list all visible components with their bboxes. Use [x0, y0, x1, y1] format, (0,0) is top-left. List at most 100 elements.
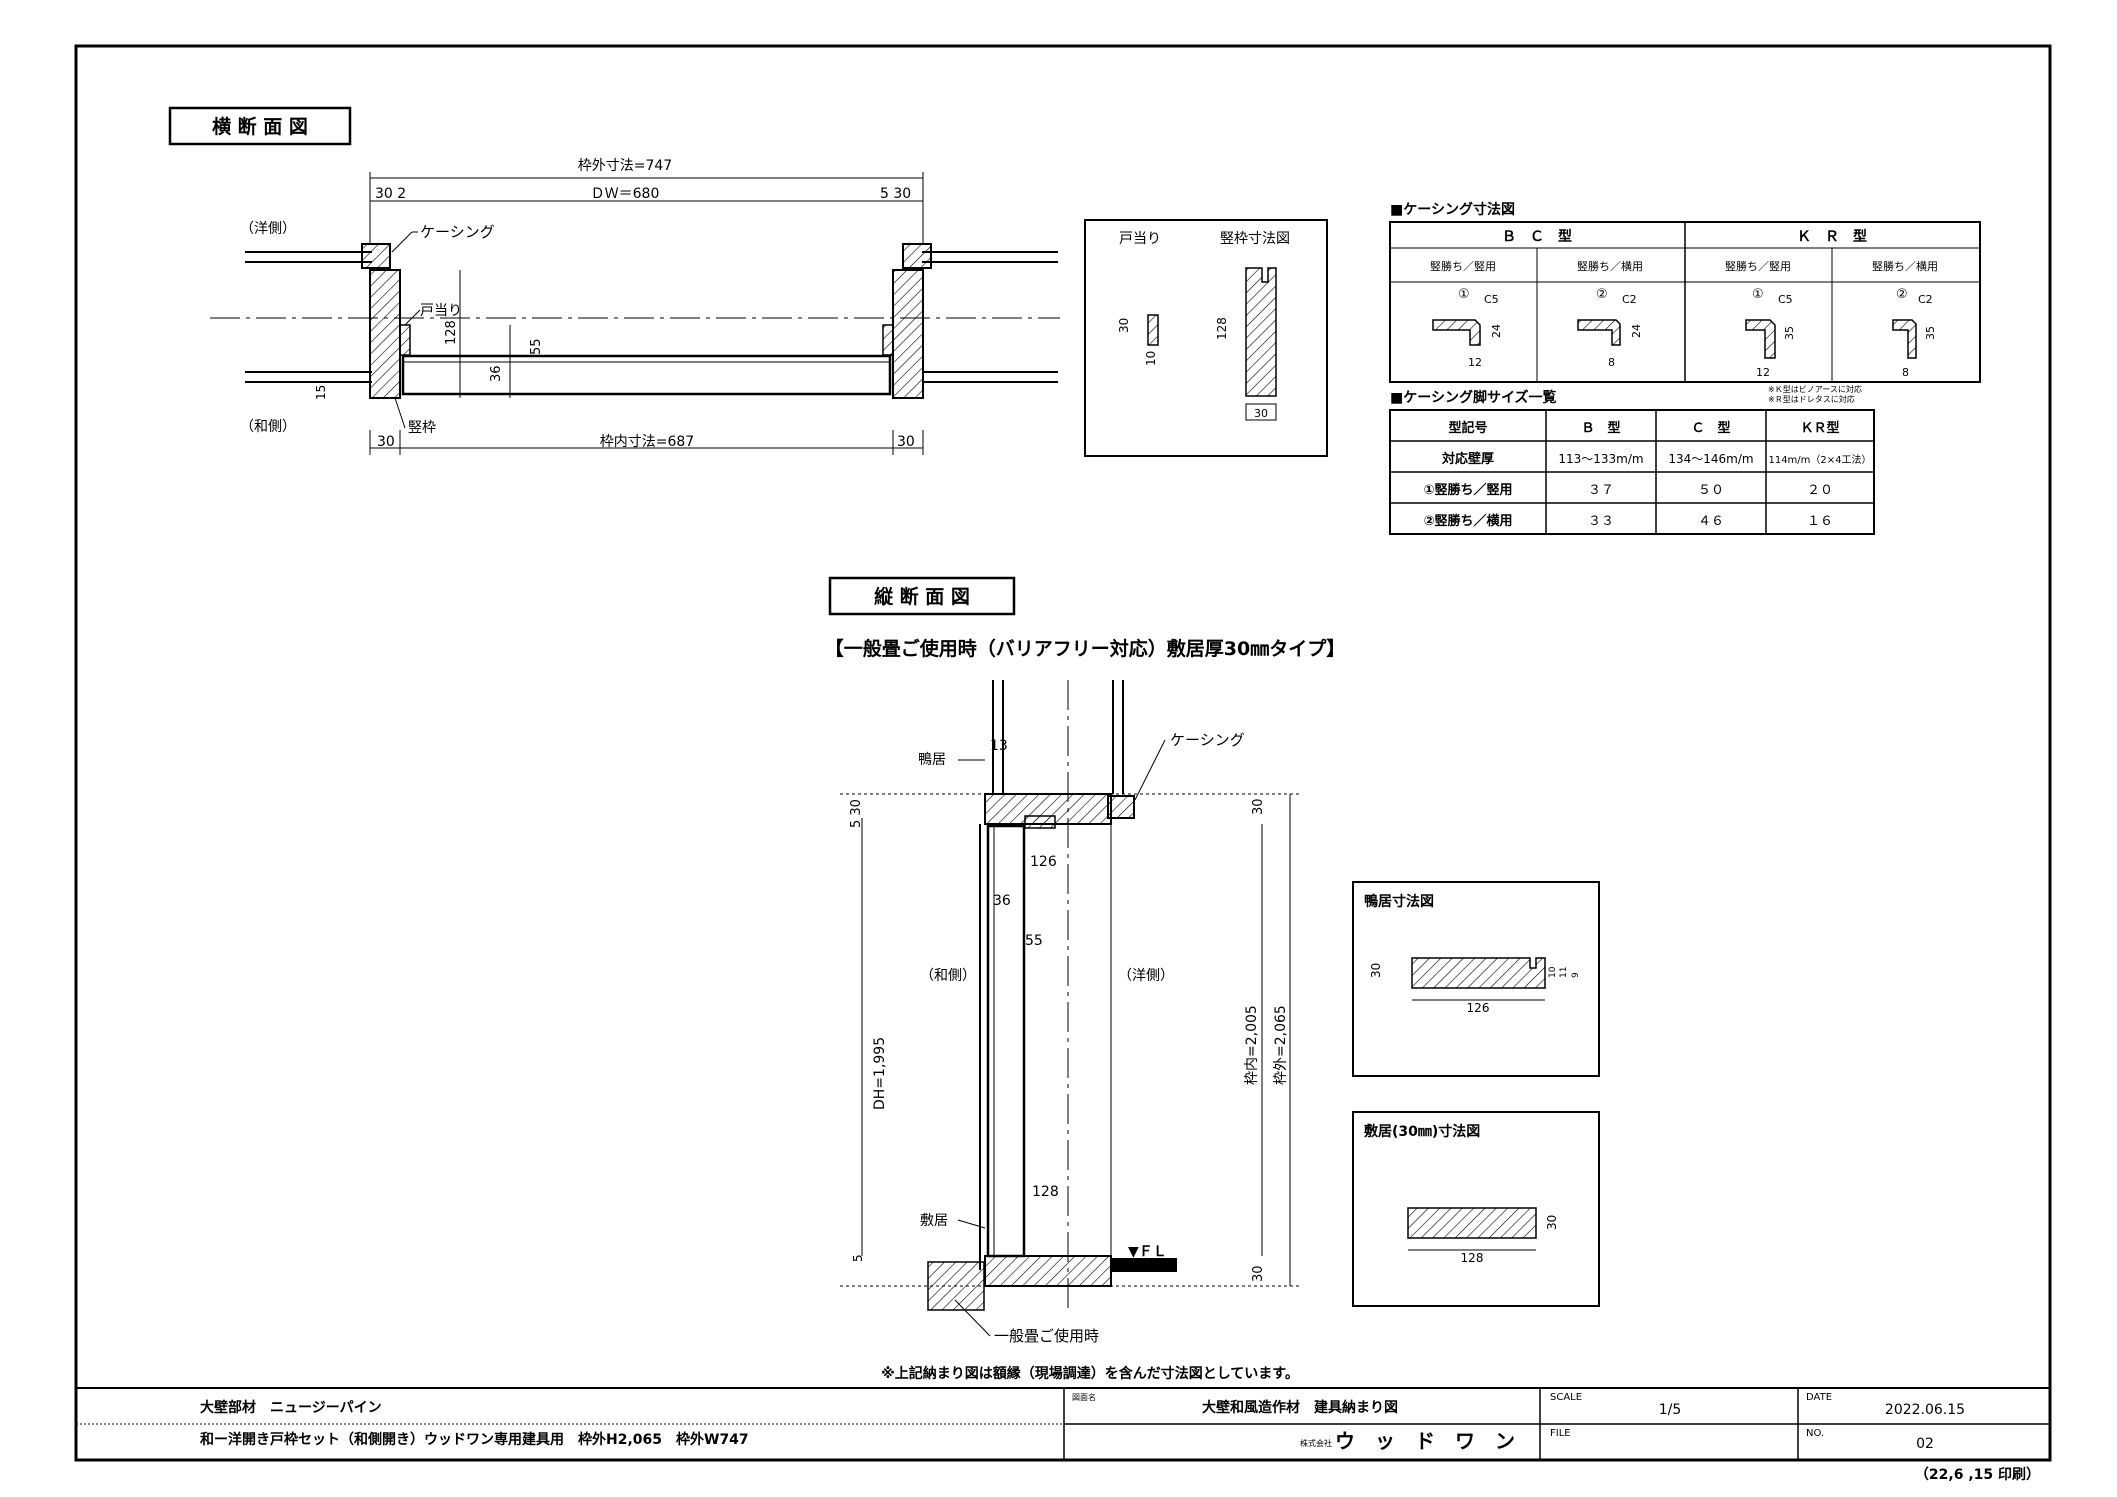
scale-value: 1/5 [1659, 1402, 1682, 1418]
left-stop [399, 324, 411, 356]
left-jamb [369, 269, 401, 399]
dim-36: 36 [489, 365, 504, 382]
elev-casing-label: ケーシング [1170, 731, 1245, 749]
dim-5-30: 5 30 [849, 799, 864, 828]
elev-casing [1107, 795, 1135, 819]
bc-type-header: Ｂ Ｃ 型 [1502, 228, 1572, 245]
wa-side-label: （和側） [240, 419, 296, 435]
dim-r30-top: 30 [1251, 798, 1266, 815]
casing-sub-4: 竪勝ち／横用 [1872, 259, 1938, 273]
size-cell: ①竪勝ち／竪用 [1423, 482, 1512, 498]
leader [954, 1299, 991, 1337]
leader [404, 309, 421, 326]
plan-title-box [168, 106, 352, 146]
casing-dim-title: ■ケーシング寸法図 [1390, 201, 1515, 218]
size-header-c: Ｃ 型 [1691, 420, 1730, 436]
dim-outer: 枠外=2,065 [1273, 1005, 1289, 1085]
size-cell: ２０ [1807, 483, 1833, 498]
profile-chamfer-2: C2 [1622, 293, 1637, 306]
profile-chamfer-1: C5 [1484, 293, 1499, 306]
left-casing [361, 243, 391, 269]
right-casing [902, 243, 932, 269]
casing-label: ケーシング [420, 223, 495, 241]
head-profile [1411, 957, 1546, 989]
casing-sub-3: 竪勝ち／竪用 [1725, 259, 1791, 273]
head-stop [1024, 815, 1056, 829]
size-header-type: 型記号 [1448, 420, 1487, 436]
title-block: 大壁部材 ニュージーパイン 和ー洋開き戸枠セット（和側開き）ウッドワン専用建具用… [76, 1387, 2050, 1460]
leader [394, 397, 406, 429]
stop-detail-label: 戸当り [1119, 231, 1161, 247]
stile-detail-label: 竪枠寸法図 [1220, 231, 1290, 247]
dim-55: 55 [529, 338, 544, 355]
kr-type-header: Ｋ Ｒ 型 [1797, 228, 1867, 245]
sill-detail-box: 敷居(30㎜)寸法図 30 128 [1352, 1111, 1600, 1307]
casing-size-table: ■ケーシング脚サイズ一覧 ※Ｋ型はビノアースに対応 ※Ｒ型はドレタスに対応 型記… [1389, 384, 1875, 535]
dim-13: 13 [990, 738, 1008, 754]
profile-height-4: 35 [1924, 326, 1937, 340]
stop-dim-d: 10 [1144, 351, 1158, 366]
casing-sub-1: 竪勝ち／竪用 [1430, 259, 1496, 273]
drawing-border [74, 44, 2052, 1462]
file-label: FILE [1550, 1428, 1571, 1439]
plan-title: 横 断 面 図 [212, 115, 308, 138]
casing-profile-2: ② C2 24 8 [1577, 287, 1643, 369]
profile-chamfer-3: C5 [1778, 293, 1793, 306]
elev-wa-side: （和側） [920, 968, 976, 984]
elev-dim-128: 128 [1032, 1184, 1059, 1200]
elev-yo-side: （洋側） [1118, 968, 1174, 984]
leader [391, 231, 413, 253]
head-dim-g2: 11 [1559, 967, 1569, 978]
sill-dim-w: 128 [1461, 1251, 1484, 1265]
casing-profile-1: ① C5 24 12 [1432, 287, 1503, 369]
profile-width-3: 12 [1756, 366, 1770, 379]
dim-dh: DH=1,995 [872, 1037, 888, 1110]
floor-slab [1111, 1258, 1177, 1272]
dim-right: 5 30 [880, 186, 911, 202]
profile-num-2: ② [1596, 287, 1608, 302]
dim-r30-bottom: 30 [1251, 1265, 1266, 1282]
elev-title-box [828, 576, 1016, 616]
sill-profile [1407, 1207, 1537, 1239]
company-name: ウ ッ ド ワ ン [1335, 1429, 1515, 1453]
size-cell: ５０ [1698, 483, 1724, 498]
dim-128: 128 [444, 320, 459, 345]
sill-detail-title: 敷居(30㎜)寸法図 [1364, 1123, 1480, 1140]
drawing-name: 大壁和風造作材 建具納まり図 [1202, 1399, 1398, 1416]
leader [1134, 739, 1166, 801]
elev-dim-36: 36 [993, 893, 1011, 909]
head-dim-h: 30 [1369, 963, 1383, 978]
sill-dim-h: 30 [1545, 1215, 1559, 1230]
size-cell: 113～133m/m [1558, 452, 1643, 466]
head-label: 鴨居 [918, 752, 946, 768]
size-cell: ３３ [1588, 514, 1614, 529]
stop-shape [1147, 314, 1159, 346]
profile-width-2: 8 [1608, 356, 1615, 369]
casing-note-2: ※Ｒ型はドレタスに対応 [1768, 394, 1855, 404]
elev-door-leaf [986, 824, 1026, 1258]
upper-walls [992, 680, 1124, 794]
plan-walls [245, 251, 1058, 383]
casing-dim-table: ■ケーシング寸法図 Ｂ Ｃ 型 Ｋ Ｒ 型 竪勝ち／竪用 竪勝ち／横用 竪勝ち／… [1389, 201, 1981, 383]
profile-height-2: 24 [1630, 324, 1643, 338]
stop-stile-detail: 戸当り 竪枠寸法図 30 10 128 30 [1084, 219, 1328, 457]
date-value: 2022.06.15 [1885, 1402, 1965, 1418]
head-detail-box: 鴨居寸法図 30 126 10 11 9 [1352, 881, 1600, 1077]
casing-profile-3: ① C5 35 12 [1745, 287, 1796, 379]
dim-126: 126 [1030, 854, 1057, 870]
head-detail-title: 鴨居寸法図 [1364, 893, 1434, 910]
yo-side-label: （洋側） [240, 221, 296, 237]
stile-dim-w: 30 [1254, 407, 1268, 420]
leader [957, 1219, 986, 1229]
stop-dim-w: 30 [1117, 318, 1131, 333]
size-cell: １６ [1807, 514, 1833, 529]
dim-bottom-left: 30 [377, 434, 395, 450]
casing-sub-2: 竪勝ち／横用 [1577, 259, 1643, 273]
profile-num-3: ① [1752, 287, 1764, 302]
stile-shape [1245, 267, 1277, 397]
casing-profile-4: ② C2 35 8 [1892, 287, 1937, 379]
profile-num-4: ② [1896, 287, 1908, 302]
size-cell: ②竪勝ち／横用 [1423, 513, 1512, 529]
print-note: （22,6 ,15 印刷） [1915, 1466, 2040, 1483]
